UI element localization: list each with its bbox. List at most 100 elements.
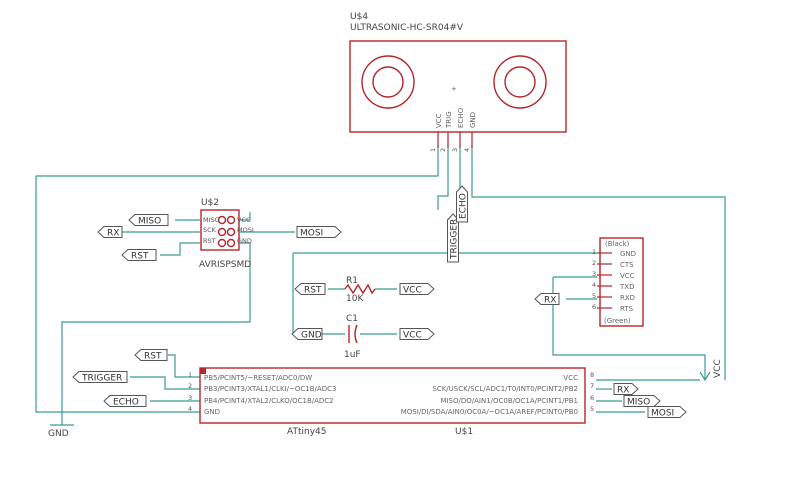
mcu-left-pin-number: 2 — [188, 382, 192, 390]
header-body — [599, 237, 644, 327]
net-label-isp-miso: MISO — [128, 214, 169, 227]
mcu-name: U$1 — [455, 427, 473, 437]
net-label-text: VCC — [403, 286, 422, 296]
ultrasonic-name: U$4 — [350, 12, 368, 22]
ultrasonic-body — [349, 40, 567, 133]
ultrasonic-transducer-right-inner — [504, 66, 536, 98]
mcu-left-pin-label: GND — [204, 408, 220, 416]
mcu-left-pin-label: PB3/PCINT3/XTAL1/CLKI/~OC1B/ADC3 — [204, 385, 336, 393]
net-label-r-vcc: VCC — [399, 283, 435, 296]
mcu-right-pin-label: SCK/USCK/SCL/ADC1/T0/INT0/PCINT2/PB2 — [432, 385, 578, 393]
ultrasonic-transducer-right — [493, 55, 547, 109]
capacitor-name: C1 — [346, 314, 358, 324]
ultrasonic-pin-gnd: GND — [469, 112, 477, 128]
resistor-value: 10K — [346, 294, 364, 304]
isp-pin-rst: RST — [203, 237, 216, 245]
mcu-left-pin-number: 4 — [188, 405, 192, 413]
isp-value: AVRISPSMD — [199, 260, 251, 270]
vcc-label: VCC — [713, 359, 723, 378]
mcu-pin-labels: PB5/PCINT5/~RESET/ADC0/DW 1 VCC 8PB3/PCINT3… — [188, 371, 594, 416]
wires — [35, 145, 726, 425]
mcu-left-pin-number: 3 — [188, 394, 192, 402]
ultrasonic-transducer-left-inner — [372, 66, 404, 98]
net-label-text: RX — [544, 296, 556, 306]
header-pin-number: 5 — [592, 292, 596, 300]
header-pin-txd: TXD — [619, 283, 634, 291]
mcu-left-pin-number: 1 — [188, 371, 192, 379]
isp-pin-miso: MISO — [203, 216, 220, 224]
net-label-hdr-rx: RX — [534, 293, 560, 306]
gnd-symbol: GND — [48, 424, 74, 439]
net-label-r-rst: RST — [294, 283, 326, 296]
net-label-text: RST — [131, 252, 149, 262]
ultrasonic-pin-number: 1 — [429, 148, 437, 152]
isp-body — [200, 209, 240, 251]
header-pin-gnd: GND — [620, 250, 636, 258]
mcu-right-pin-number: 8 — [590, 371, 594, 379]
header-pin-number: 2 — [592, 259, 596, 267]
net-label-mcu-miso: MISO — [623, 395, 661, 408]
ultrasonic-transducer-left — [361, 55, 415, 109]
ultrasonic-value: ULTRASONIC-HC-SR04#V — [350, 23, 464, 33]
resistor-symbol — [344, 283, 376, 295]
ultrasonic-sensor: U$4 ULTRASONIC-HC-SR04#V + VCC1TRIG2ECHO… — [349, 12, 567, 152]
mcu-left-pin-label: PB5/PCINT5/~RESET/ADC0/DW — [204, 374, 312, 382]
isp-name: U$2 — [201, 198, 219, 208]
ultrasonic-plus: + — [451, 85, 457, 93]
net-label-text: RX — [617, 386, 629, 396]
mcu-left-pin-label: PB4/PCINT4/XTAL2/CLKO/OC1B/ADC2 — [204, 397, 334, 405]
resistor-name: R1 — [346, 276, 358, 286]
net-label-text: TRIGGER — [450, 219, 460, 260]
header-pin-rxd: RXD — [620, 294, 635, 302]
mcu-right-pin-label: MOSI/DI/SDA/AIN0/OC0A/~OC1A/AREF/PCINT0/… — [401, 408, 578, 416]
net-label-mcu-rx: RX — [613, 383, 639, 396]
net-label-mcu-rst: RST — [134, 349, 168, 362]
net-label-text: MISO — [138, 217, 161, 227]
isp-pin-gnd: GND — [237, 237, 252, 245]
net-label-text: MOSI — [651, 409, 674, 419]
header-top-label: (Black) — [605, 240, 630, 248]
resistor-r1: R1 10K — [344, 276, 376, 304]
net-label-us-echo: ECHO — [456, 185, 469, 223]
mcu-right-pin-label: MISO/DO/AIN1/OC0B/OC1A/PCINT1/PB1 — [440, 397, 578, 405]
header-pin-rts: RTS — [620, 305, 634, 313]
net-label-c-gnd: GND — [291, 328, 323, 341]
vcc-symbol: VCC — [713, 359, 723, 378]
capacitor-c1: C1 1uF — [344, 314, 361, 360]
mcu-right-pin-number: 5 — [590, 405, 594, 413]
mcu-right-pin-number: 7 — [590, 382, 594, 390]
gnd-label: GND — [48, 429, 69, 439]
mcu-right-pin-number: 6 — [590, 394, 594, 402]
net-label-text: GND — [301, 331, 322, 341]
mcu-value: ATtiny45 — [287, 427, 326, 437]
isp-pin-mosi: MOSI — [237, 226, 254, 234]
net-label-text: RST — [304, 286, 322, 296]
ultrasonic-pin-echo: ECHO — [457, 107, 465, 128]
mcu-right-pin-label: VCC — [563, 374, 578, 382]
header-pin-number: 1 — [592, 248, 596, 256]
ultrasonic-pin-number: 2 — [439, 148, 447, 152]
header-pin-cts: CTS — [620, 261, 634, 269]
mcu-body — [199, 367, 586, 424]
net-label-text: MISO — [627, 398, 650, 408]
net-label-us-trigger: TRIGGER — [447, 213, 460, 263]
capacitor-value: 1uF — [344, 350, 361, 360]
ultrasonic-pin-number: 4 — [463, 148, 471, 152]
net-label-text: VCC — [403, 331, 422, 341]
mcu-attiny45: PB5/PCINT5/~RESET/ADC0/DW 1 VCC 8PB3/PCINT3… — [188, 367, 594, 437]
net-label-text: RST — [144, 352, 162, 362]
net-label-text: ECHO — [113, 398, 139, 408]
header-pin-number: 3 — [592, 270, 596, 278]
ultrasonic-pin-trig: TRIG — [445, 111, 453, 129]
net-label-isp-rst: RST — [121, 249, 157, 262]
header-pin-number: 4 — [592, 281, 596, 289]
net-label-text: MOSI — [300, 229, 323, 239]
net-label-mcu-echo: ECHO — [103, 395, 147, 408]
